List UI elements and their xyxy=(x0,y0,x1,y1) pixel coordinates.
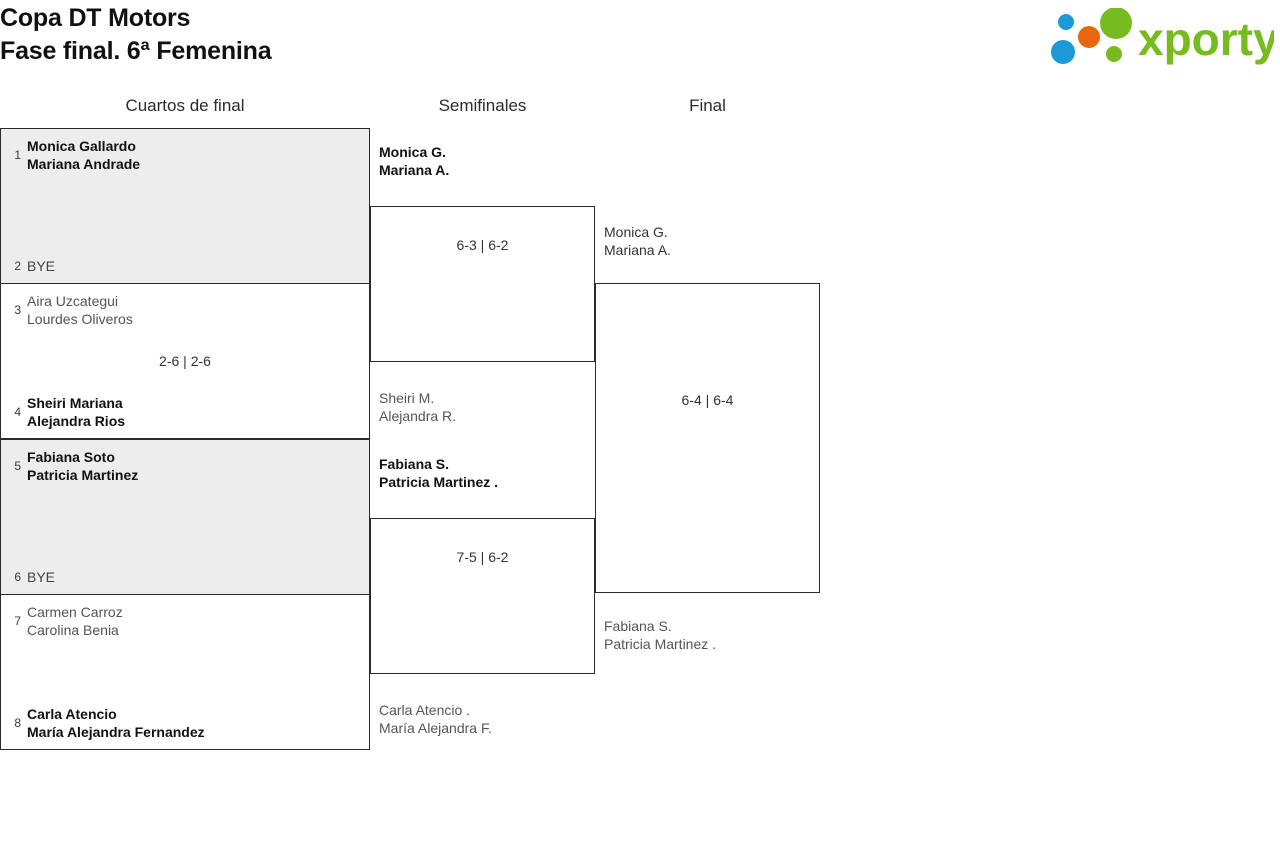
tournament-phase: Fase final. 6ª Femenina xyxy=(0,37,272,65)
match-slot-bottom[interactable]: 4 Sheiri Mariana Alejandra Rios xyxy=(1,394,369,430)
seed-number: 2 xyxy=(14,259,21,273)
team-name: Fabiana S. Patricia Martinez . xyxy=(379,456,499,490)
seed-number: 4 xyxy=(14,405,21,419)
seed-number: 8 xyxy=(14,716,21,730)
round-header-final: Final xyxy=(689,96,726,115)
match-final[interactable]: Monica G. Mariana A. 6-4 | 6-4 Fabiana S… xyxy=(595,224,820,652)
match-slot-top[interactable]: Monica G. Mariana A. xyxy=(596,223,819,259)
match-slot-top[interactable]: 7 Carmen Carroz Carolina Benia xyxy=(1,603,369,639)
match-score: 6-4 | 6-4 xyxy=(681,392,734,408)
match-qf-4[interactable]: 7 Carmen Carroz Carolina Benia 8 Carla A… xyxy=(0,594,370,750)
team-name: BYE xyxy=(27,258,56,274)
page-title: Copa DT Motors Fase final. 6ª Femenina xyxy=(0,2,272,68)
seed-number: 7 xyxy=(14,614,21,628)
match-slot-bottom[interactable]: Sheiri M. Alejandra R. xyxy=(371,389,594,425)
match-slot-top[interactable]: 5 Fabiana Soto Patricia Martinez xyxy=(1,448,369,484)
tournament-name: Copa DT Motors xyxy=(0,4,191,32)
match-slot-top[interactable]: 3 Aira Uzcategui Lourdes Oliveros xyxy=(1,292,369,328)
seed-number: 5 xyxy=(14,459,21,473)
match-score: 2-6 | 2-6 xyxy=(159,353,211,369)
match-qf-3[interactable]: 5 Fabiana Soto Patricia Martinez 6 BYE xyxy=(0,439,370,595)
team-name: Sheiri M. Alejandra R. xyxy=(379,390,457,424)
match-sf-1[interactable]: Monica G. Mariana A. 6-3 | 6-2 Sheiri M.… xyxy=(370,144,595,424)
match-slot-bottom[interactable]: 6 BYE xyxy=(1,568,369,586)
team-name: Monica G. Mariana A. xyxy=(604,224,671,258)
seed-number: 3 xyxy=(14,303,21,317)
seed-number: 6 xyxy=(14,570,21,584)
match-slot-top[interactable]: Fabiana S. Patricia Martinez . xyxy=(371,455,594,491)
match-score: 6-3 | 6-2 xyxy=(456,237,509,253)
logo-wordmark: xporty xyxy=(1138,13,1274,65)
team-name: Fabiana S. Patricia Martinez . xyxy=(604,618,717,652)
match-qf-2[interactable]: 3 Aira Uzcategui Lourdes Oliveros 2-6 | … xyxy=(0,283,370,439)
team-name: Carla Atencio María Alejandra Fernandez xyxy=(27,706,205,740)
round-header-semifinals: Semifinales xyxy=(438,96,527,115)
match-sf-2[interactable]: Fabiana S. Patricia Martinez . 7-5 | 6-2… xyxy=(370,456,595,736)
match-slot-bottom[interactable]: Fabiana S. Patricia Martinez . xyxy=(596,617,819,653)
match-slot-top[interactable]: Monica G. Mariana A. xyxy=(371,143,594,179)
match-qf-1[interactable]: 1 Monica Gallardo Mariana Andrade 2 BYE xyxy=(0,128,370,284)
team-name: Sheiri Mariana Alejandra Rios xyxy=(27,395,126,429)
match-score: 7-5 | 6-2 xyxy=(456,549,509,565)
team-name: Aira Uzcategui Lourdes Oliveros xyxy=(27,293,133,327)
seed-number: 1 xyxy=(14,148,21,162)
match-slot-bottom[interactable]: 8 Carla Atencio María Alejandra Fernande… xyxy=(1,705,369,741)
team-name: Monica G. Mariana A. xyxy=(379,144,450,178)
team-name: Fabiana Soto Patricia Martinez xyxy=(27,449,139,483)
team-name: Carla Atencio . María Alejandra F. xyxy=(379,702,492,736)
team-name: Carmen Carroz Carolina Benia xyxy=(27,604,123,638)
match-slot-bottom[interactable]: 2 BYE xyxy=(1,257,369,275)
round-header-quarterfinals: Cuartos de final xyxy=(125,96,245,115)
match-slot-top[interactable]: 1 Monica Gallardo Mariana Andrade xyxy=(1,137,369,173)
xporty-logo[interactable]: xporty xyxy=(1046,7,1279,68)
match-slot-bottom[interactable]: Carla Atencio . María Alejandra F. xyxy=(371,701,594,737)
team-name: BYE xyxy=(27,569,56,585)
team-name: Monica Gallardo Mariana Andrade xyxy=(27,138,141,172)
logo-dots-icon xyxy=(1051,7,1132,64)
